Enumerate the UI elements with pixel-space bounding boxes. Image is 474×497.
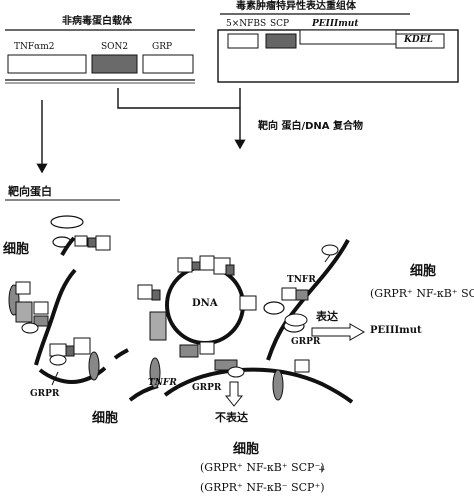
grpr-label-right: GRPR bbox=[291, 337, 321, 347]
phenotype-bottom-1: (GRPR⁺ NF-κB⁺ SCP⁻) bbox=[200, 461, 325, 474]
cell-label-left: 细胞 bbox=[3, 242, 30, 257]
cell-label-bottom: 细胞 bbox=[233, 442, 260, 457]
segment-grp: GRP bbox=[152, 42, 173, 52]
cell-label-right: 细胞 bbox=[410, 264, 437, 279]
dna-bound-proteins bbox=[137, 255, 257, 358]
cell-membrane-left bbox=[8, 236, 77, 366]
grpr-label-bottom: GRPR bbox=[192, 383, 222, 393]
cell-membrane-bottom bbox=[128, 357, 354, 404]
express-arrow bbox=[311, 323, 366, 341]
cell-membrane-bottom-left bbox=[38, 337, 129, 386]
vector-construct bbox=[5, 29, 195, 84]
not-express-label: 不表达 bbox=[215, 411, 248, 424]
phenotype-bottom-2: (GRPR⁺ NF-κB⁻ SCP⁺) bbox=[200, 481, 325, 494]
cell-membrane-right bbox=[263, 239, 350, 361]
not-express-arrow bbox=[224, 381, 244, 407]
segment-kdel: KDEL bbox=[404, 35, 433, 45]
segment-tnf: TNFαm2 bbox=[14, 42, 55, 52]
segment-scp: SCP bbox=[270, 19, 290, 29]
vector-title: 非病毒蛋白载体 bbox=[62, 16, 132, 27]
expression-construct bbox=[217, 13, 459, 83]
tnfr-label-bottom: TNFR bbox=[148, 378, 177, 388]
complex-label: 靶向 蛋白/DNA 复合物 bbox=[258, 121, 364, 132]
segment-son2: SON2 bbox=[101, 42, 129, 52]
segment-peiiimut: PEIIImut bbox=[312, 19, 359, 29]
express-label: 表达 bbox=[316, 310, 338, 323]
expression-title: 毒素肿瘤特异性表达重组体 bbox=[236, 1, 356, 12]
phenotype-bottom-1-suffix: + bbox=[318, 465, 326, 475]
segment-nfbs: 5×NFBS bbox=[226, 19, 267, 29]
tnfr-label-right: TNFR bbox=[287, 275, 316, 285]
grpr-label-left: GRPR bbox=[30, 389, 60, 399]
dna-label: DNA bbox=[192, 298, 218, 309]
product-label: PEIIImut bbox=[370, 325, 422, 336]
phenotype-right: (GRPR⁺ NF-κB⁺ SCP⁺) bbox=[370, 287, 474, 300]
arrow-to-complex bbox=[117, 88, 246, 150]
free-proteins bbox=[50, 215, 111, 251]
nucleus-right bbox=[284, 313, 308, 327]
cell-label-bottom-left: 细胞 bbox=[92, 411, 119, 426]
targeting-protein-label: 靶向蛋白 bbox=[8, 185, 52, 198]
